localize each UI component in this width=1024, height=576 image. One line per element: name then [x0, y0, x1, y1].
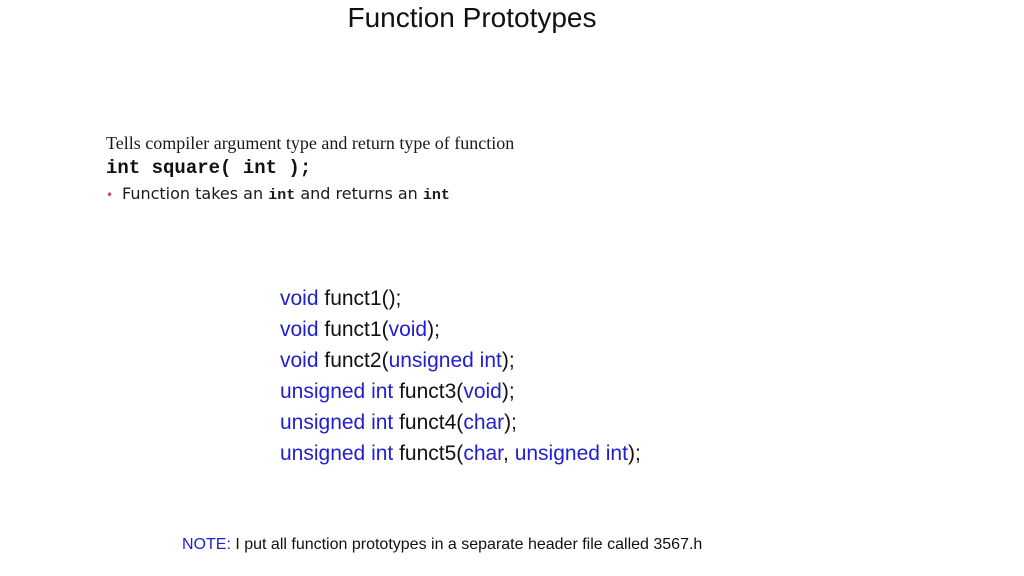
code-token: ,: [503, 442, 515, 465]
prototype-line: unsigned int funct5(char, unsigned int);: [280, 438, 641, 469]
keyword-token: unsigned int: [514, 442, 628, 465]
bullet-type-return: int: [422, 187, 450, 204]
keyword-token: char: [463, 411, 505, 434]
code-token: funct1(: [318, 318, 389, 341]
code-token: );: [427, 318, 440, 341]
code-token: );: [627, 442, 641, 465]
bullet-icon: •: [106, 188, 114, 202]
keyword-token: void: [388, 318, 428, 341]
textbook-excerpt: Tells compiler argument type and return …: [106, 132, 626, 208]
note-label: NOTE:: [182, 536, 231, 553]
code-token: funct1();: [318, 287, 402, 310]
excerpt-description: Tells compiler argument type and return …: [106, 133, 515, 153]
code-token: funct5(: [393, 442, 464, 465]
prototype-line: unsigned int funct4(char);: [280, 407, 641, 438]
code-token: funct4(: [393, 411, 464, 434]
code-token: );: [504, 411, 517, 434]
prototype-line: void funct2(unsigned int);: [280, 345, 641, 376]
slide-title: Function Prototypes: [347, 2, 597, 33]
keyword-token: char: [463, 442, 504, 465]
keyword-token: void: [280, 287, 319, 310]
prototype-line: void funct1(void);: [280, 314, 641, 345]
prototype-line: void funct1();: [280, 283, 641, 314]
prototype-line: unsigned int funct3(void);: [280, 376, 641, 407]
bullet-prefix: Function takes an: [122, 184, 264, 203]
excerpt-code-example: int square( int );: [106, 157, 312, 179]
code-token: );: [501, 349, 515, 372]
keyword-token: unsigned int: [280, 442, 394, 465]
keyword-token: unsigned int: [280, 380, 394, 403]
note-text: I put all function prototypes in a separ…: [230, 536, 703, 553]
code-token: funct2(: [318, 349, 389, 372]
keyword-token: void: [280, 318, 319, 341]
code-token: );: [501, 380, 515, 403]
keyword-token: unsigned int: [280, 411, 394, 434]
bullet-middle: and returns an: [300, 184, 418, 203]
keyword-token: void: [280, 349, 319, 372]
prototype-code-block: void funct1();void funct1(void);void fun…: [280, 283, 641, 469]
excerpt-bullet: • Function takes an int and returns an i…: [106, 182, 626, 208]
keyword-token: void: [463, 380, 502, 403]
keyword-token: unsigned int: [388, 349, 502, 372]
code-token: funct3(: [393, 380, 464, 403]
note: NOTE: I put all function prototypes in a…: [182, 535, 702, 555]
bullet-type-param: int: [268, 187, 296, 204]
